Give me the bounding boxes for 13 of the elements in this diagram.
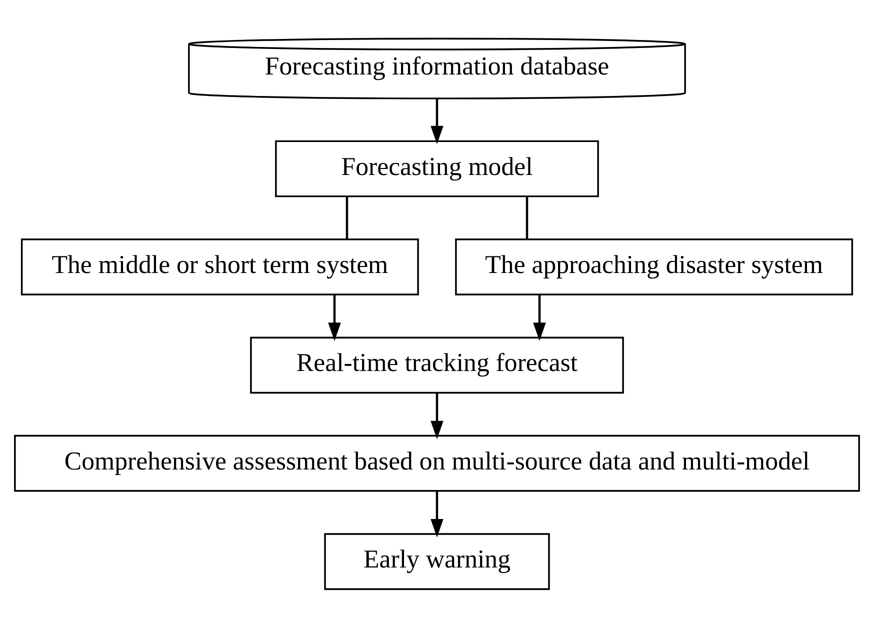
connector (346, 196, 348, 239)
arrow (430, 490, 444, 537)
node-box: Forecasting model (275, 140, 599, 197)
node-box: Early warning (324, 532, 550, 590)
node-box: Real-time tracking forecast (250, 336, 624, 394)
connector (526, 196, 528, 239)
node-box: The approaching disaster system (455, 238, 854, 295)
arrow (328, 294, 341, 340)
node-box: Comprehensive assessment based on multi-source data and multi-model (14, 434, 860, 492)
node-box: The middle or short term system (20, 238, 419, 295)
arrow (533, 294, 546, 340)
arrow (430, 98, 444, 144)
arrow (430, 392, 444, 439)
